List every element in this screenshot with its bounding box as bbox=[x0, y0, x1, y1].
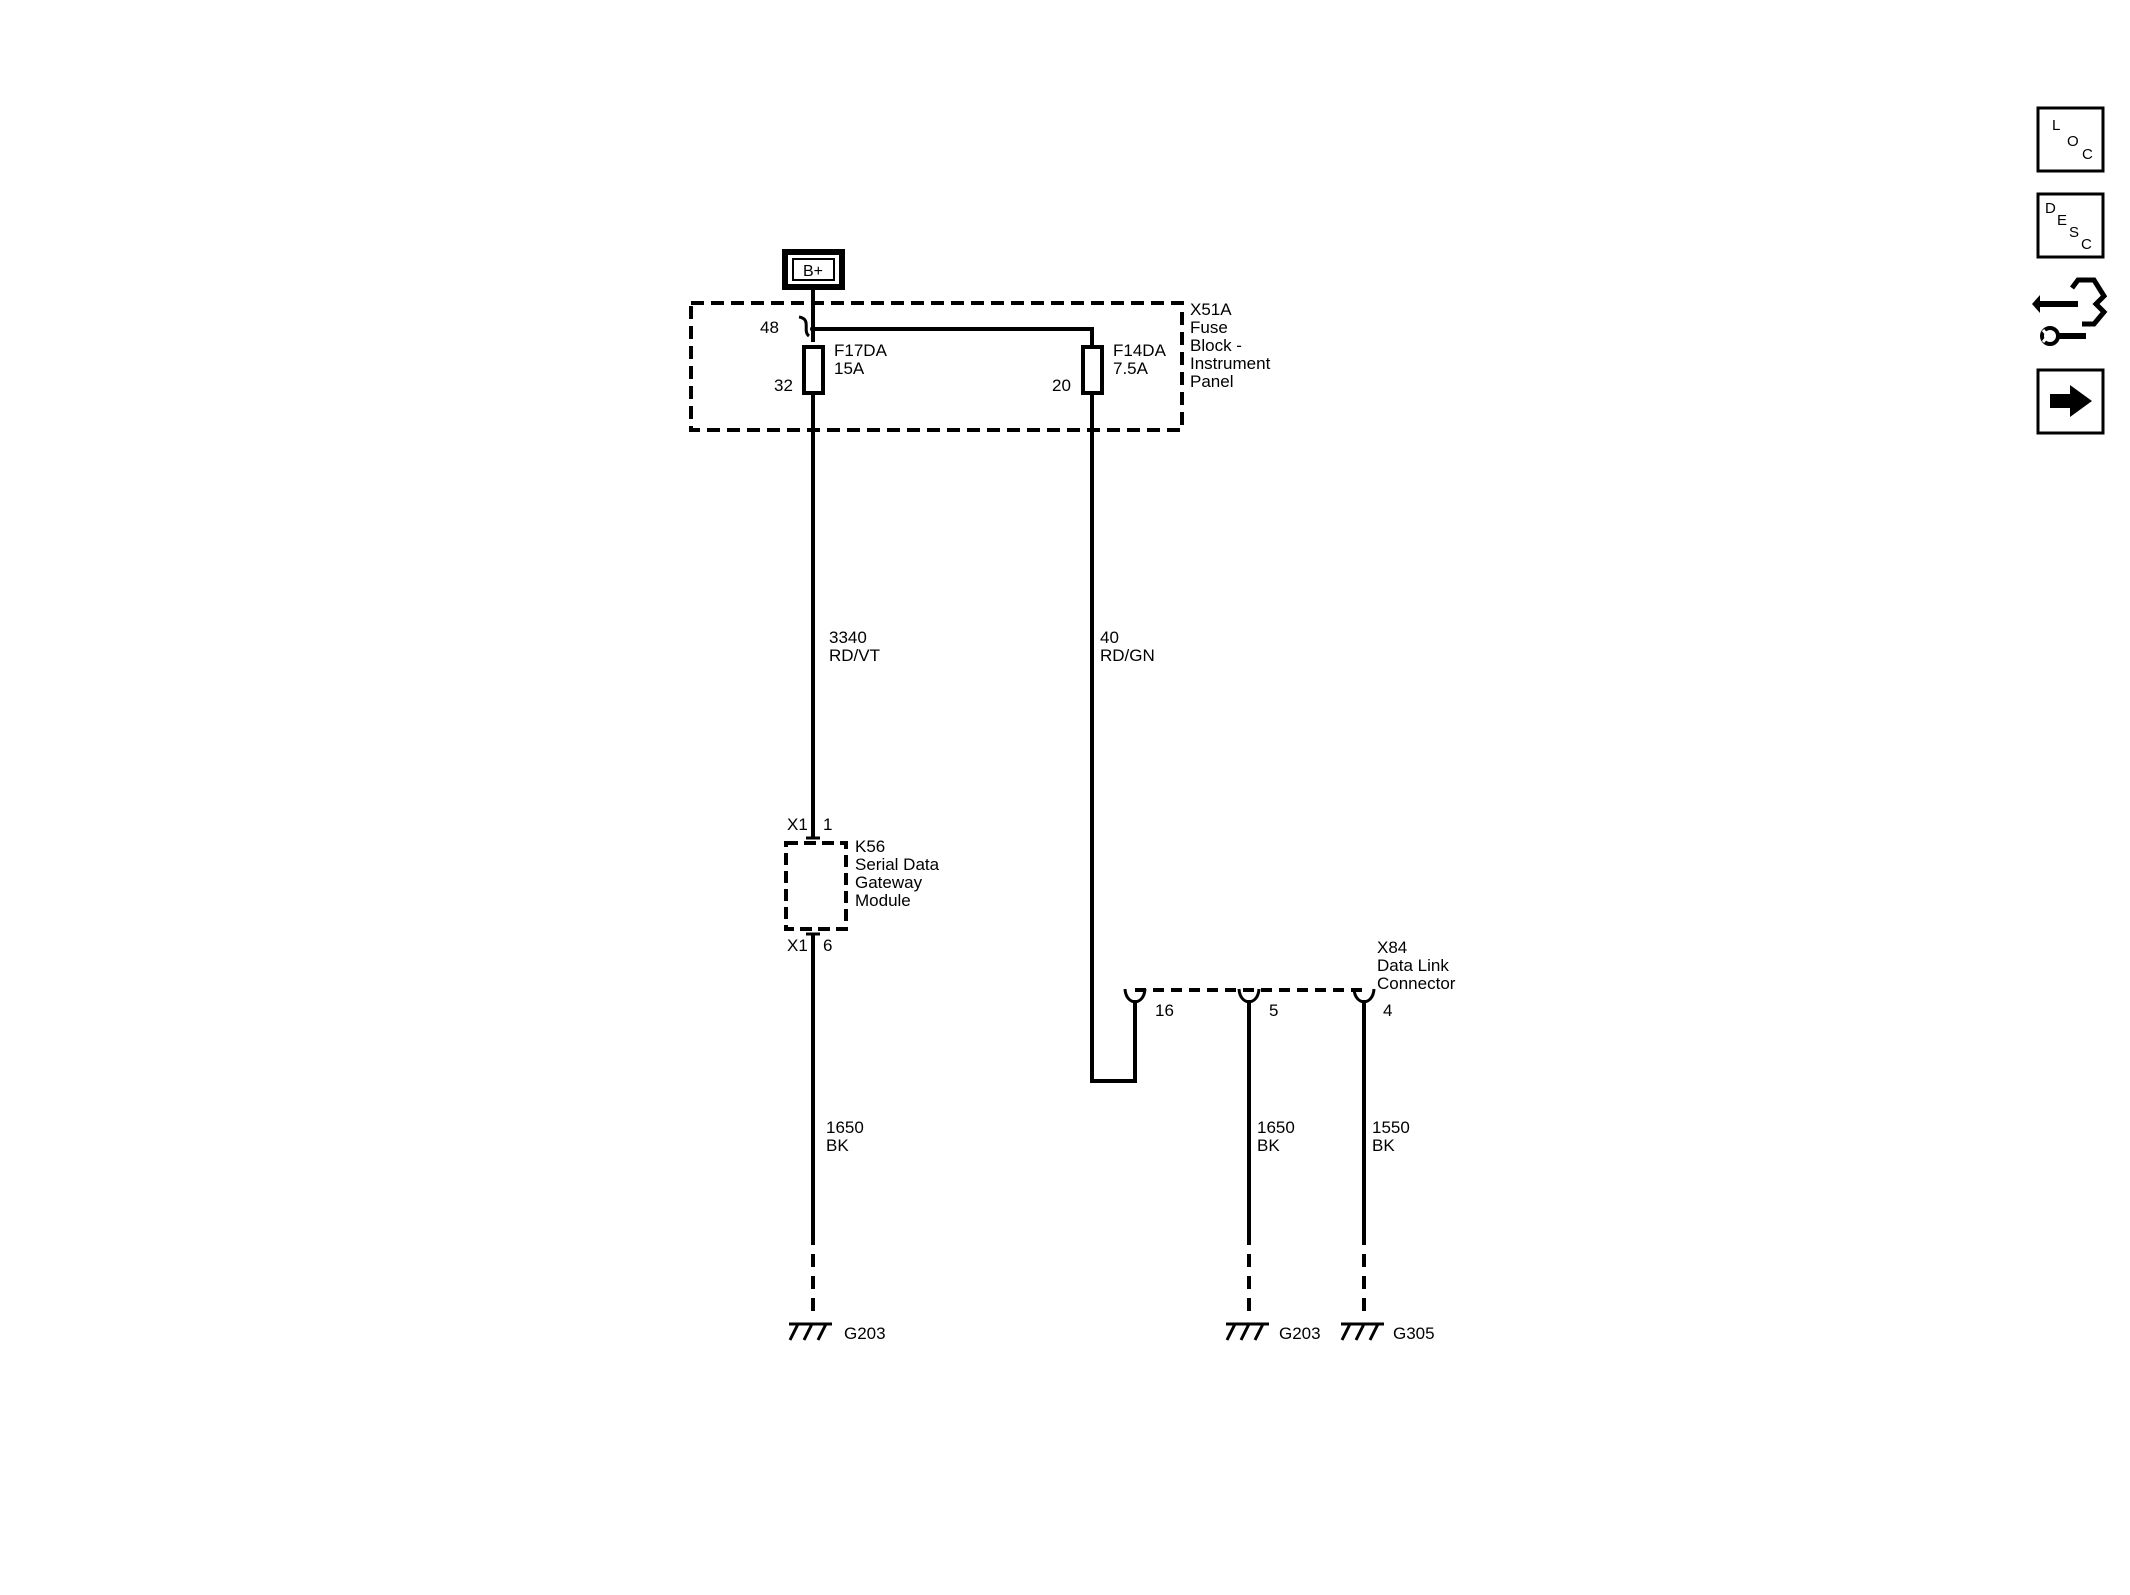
dlc-title-line-3: Connector bbox=[1377, 974, 1456, 993]
connector-wrench-icon bbox=[2032, 277, 2108, 346]
fuse-block-internal-bus bbox=[813, 327, 1094, 347]
fuse-block-input-pin: 48 bbox=[760, 318, 779, 337]
dlc-pin-5: 5 bbox=[1269, 1001, 1278, 1020]
dlc-title-line-1: X84 bbox=[1377, 938, 1407, 957]
wire-1550-color: BK bbox=[1372, 1136, 1395, 1155]
wire-40-color: RD/GN bbox=[1100, 646, 1155, 665]
gateway-pin-in: 1 bbox=[823, 815, 832, 834]
ground-g203-right: G203 bbox=[1225, 1322, 1321, 1343]
fuse-f14da-output-pin: 20 bbox=[1052, 376, 1071, 395]
desc-button[interactable]: D E S C bbox=[2036, 192, 2105, 259]
loc-button[interactable]: L O C bbox=[2036, 106, 2105, 173]
fuse-f17da-rating: 15A bbox=[834, 359, 865, 378]
dlc-pin-4: 4 bbox=[1383, 1001, 1392, 1020]
ground-g305-label: G305 bbox=[1393, 1324, 1435, 1343]
ground-g203-left-label: G203 bbox=[844, 1324, 886, 1343]
battery-positive-terminal: B+ bbox=[782, 249, 845, 290]
dlc-pin-16: 16 bbox=[1155, 1001, 1174, 1020]
fuse-block-outline bbox=[689, 301, 1184, 432]
next-button[interactable] bbox=[2036, 368, 2105, 435]
fuse-block-title-line-4: Instrument bbox=[1190, 354, 1271, 373]
input-pin-connector bbox=[798, 315, 811, 338]
fuse-f14da-rating: 7.5A bbox=[1113, 359, 1149, 378]
fuse-block-title-line-5: Panel bbox=[1190, 372, 1233, 391]
gateway-title-line-3: Gateway bbox=[855, 873, 923, 892]
wire-1650-right-circuit: 1650 bbox=[1257, 1118, 1295, 1137]
ground-g203-left: G203 bbox=[788, 1322, 886, 1343]
fuse-block-title: X51A Fuse Block - Instrument Panel bbox=[1190, 300, 1271, 391]
fuse-f17da-output-pin: 32 bbox=[774, 376, 793, 395]
wire-3340-color: RD/VT bbox=[829, 646, 880, 665]
desc-letter-1: D bbox=[2045, 200, 2056, 217]
gateway-module: X1 1 X1 6 K56 Serial Data Gateway Module bbox=[784, 815, 940, 955]
desc-letter-4: C bbox=[2081, 236, 2092, 253]
dlc-title-line-2: Data Link bbox=[1377, 956, 1449, 975]
wire-40-circuit: 40 bbox=[1100, 628, 1119, 647]
fuse-f17da-name: F17DA bbox=[834, 341, 888, 360]
wire-3340-circuit: 3340 bbox=[829, 628, 867, 647]
connector-tool-button[interactable] bbox=[2032, 277, 2108, 346]
loc-letter-1: L bbox=[2052, 117, 2060, 134]
ground-g305: G305 bbox=[1340, 1322, 1435, 1343]
gateway-title-line-2: Serial Data bbox=[855, 855, 940, 874]
power-source-label: B+ bbox=[803, 263, 823, 280]
data-link-connector: X84 Data Link Connector 16 5 4 bbox=[1123, 938, 1456, 1020]
fuse-f17da: F17DA 15A 32 bbox=[774, 341, 888, 395]
ground-g203-right-label: G203 bbox=[1279, 1324, 1321, 1343]
gateway-connector-out: X1 bbox=[787, 936, 808, 955]
gateway-title-line-4: Module bbox=[855, 891, 911, 910]
loc-letter-3: C bbox=[2082, 146, 2093, 163]
wire-1650-left-circuit: 1650 bbox=[826, 1118, 864, 1137]
fuse-block-title-line-3: Block - bbox=[1190, 336, 1242, 355]
wire-1650-right-color: BK bbox=[1257, 1136, 1280, 1155]
desc-letter-2: E bbox=[2057, 212, 2067, 229]
gateway-title-line-1: K56 bbox=[855, 837, 885, 856]
wire-1650-left-color: BK bbox=[826, 1136, 849, 1155]
wire-40 bbox=[1090, 393, 1137, 1083]
desc-letter-3: S bbox=[2069, 224, 2079, 241]
arrow-right-icon bbox=[2050, 385, 2092, 417]
wire-1550-circuit: 1550 bbox=[1372, 1118, 1410, 1137]
fuse-block-title-line-1: X51A bbox=[1190, 300, 1232, 319]
gateway-connector-in: X1 bbox=[787, 815, 808, 834]
fuse-block-title-line-2: Fuse bbox=[1190, 318, 1228, 337]
fuse-f14da: F14DA 7.5A 20 bbox=[1052, 341, 1167, 395]
loc-letter-2: O bbox=[2067, 133, 2079, 150]
gateway-pin-out: 6 bbox=[823, 936, 832, 955]
fuse-f14da-name: F14DA bbox=[1113, 341, 1167, 360]
